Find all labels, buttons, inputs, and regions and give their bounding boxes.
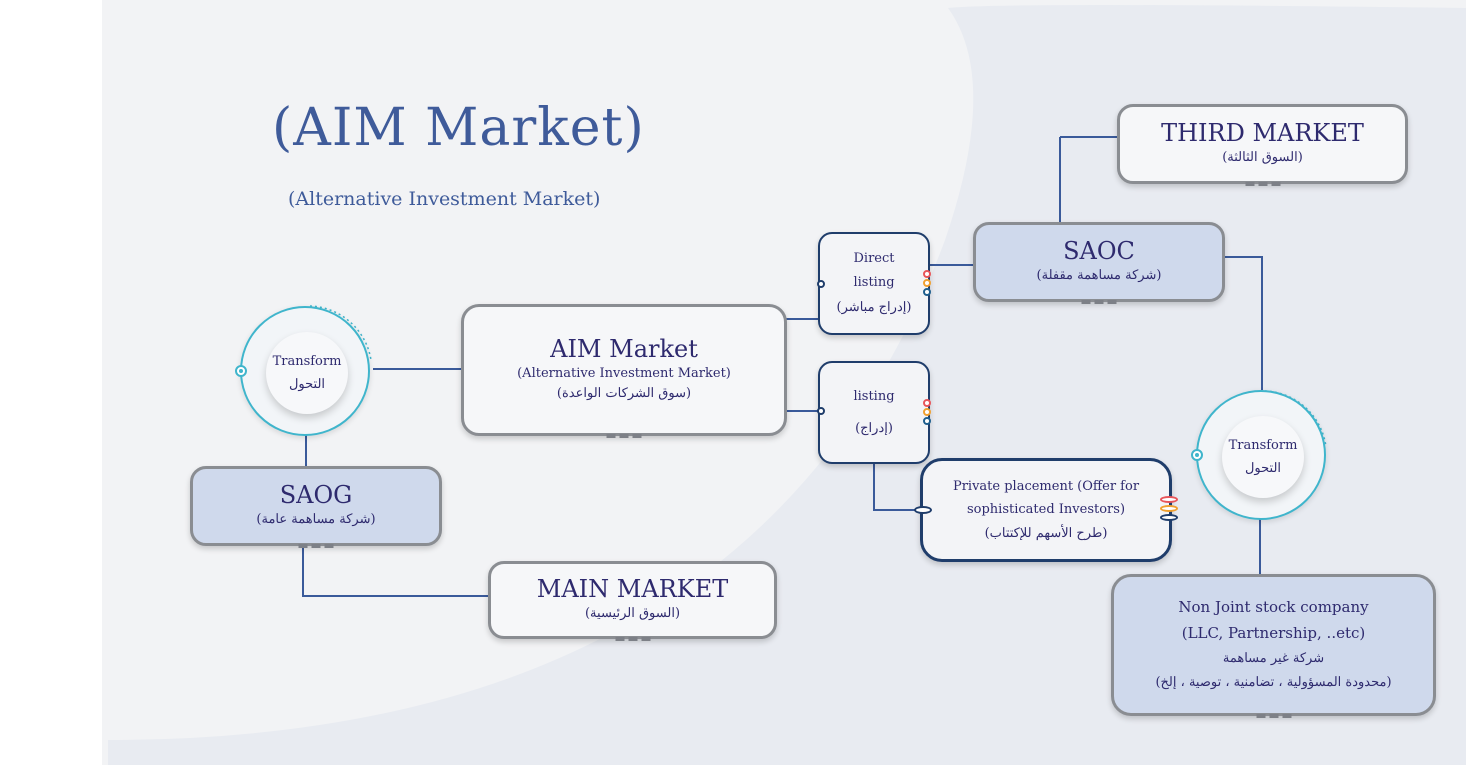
saoc-arabic: (شركة مساهمة مقفلة) [1036,267,1162,283]
private-placement-line2: sophisticated Investors) [966,502,1126,518]
transform-circle-left: Transform التحول [235,306,370,436]
saog-box: SAOG (شركة مساهمة عامة) [190,466,442,548]
connectors [302,136,1263,597]
private-placement-line1: Private placement (Offer for [952,478,1140,494]
aim-market-dashes [606,434,642,438]
transform-circle-right: Transform التحول [1191,390,1326,520]
third-market-box: THIRD MARKET (السوق الثالثة) [1117,104,1408,186]
saog-dashes [298,544,334,548]
main-market-name: MAIN MARKET [536,575,729,604]
saoc-box: SAOC (شركة مساهمة مقفلة) [973,222,1225,304]
transform-right-inner: Transform التحول [1222,416,1304,498]
transform-left-arabic: التحول [288,377,326,392]
main-market-dashes [615,637,650,641]
direct-listing-box: Direct listing (إدراج مباشر) [818,232,930,335]
private-placement-box: Private placement (Offer for sophisticat… [920,458,1172,562]
non-joint-box: Non Joint stock company (LLC, Partnershi… [1111,574,1436,718]
main-market-box: MAIN MARKET (السوق الرئيسية) [488,561,777,641]
transform-left-knob [235,365,247,377]
aim-market-arabic: (سوق الشركات الواعدة) [556,385,692,401]
saoc-name: SAOC [1063,237,1135,266]
connector-saog-main [302,546,490,597]
aim-market-name: AIM Market [550,335,698,364]
listing-name: listing [853,389,895,405]
page-title: (AIM Market) [272,98,645,158]
direct-listing-line2: listing [853,275,895,291]
connector-saoc-transform [1224,256,1263,390]
saoc-dashes [1081,300,1117,304]
direct-listing-dots [923,270,931,296]
non-joint-line1: Non Joint stock company [1178,598,1369,617]
transform-right-knob [1191,449,1203,461]
non-joint-dashes [1256,714,1291,718]
third-market-arabic: (السوق الثالثة) [1222,149,1303,165]
direct-listing-line1: Direct [853,251,895,267]
page-subtitle: (Alternative Investment Market) [288,188,601,210]
non-joint-arabic1: شركة غير مساهمة [1222,650,1325,666]
private-placement-dots [1160,496,1178,521]
saog-name: SAOG [279,481,353,510]
aim-market-box: AIM Market (Alternative Investment Marke… [461,304,787,438]
transform-left-name: Transform [272,353,342,369]
listing-pin [817,407,825,415]
transform-right-name: Transform [1228,437,1298,453]
third-market-dashes [1245,182,1280,186]
main-market-arabic: (السوق الرئيسية) [584,605,681,621]
saog-arabic: (شركة مساهمة عامة) [256,511,376,527]
direct-listing-arabic: (إدراج مباشر) [836,299,912,315]
listing-box: listing (إدراج) [818,361,930,464]
non-joint-arabic2: (محدودة المسؤولية ، تضامنية ، توصية ، إل… [1155,675,1392,691]
private-placement-pin [914,506,932,514]
direct-listing-pin [817,280,825,288]
aim-market-english: (Alternative Investment Market) [517,365,731,381]
listing-dots [923,399,931,425]
non-joint-line2: (LLC, Partnership, ..etc) [1181,624,1366,643]
transform-right-arabic: التحول [1244,461,1282,476]
transform-left-inner: Transform التحول [266,332,348,414]
third-market-name: THIRD MARKET [1161,119,1364,148]
connector-listing-private [873,463,922,511]
private-placement-arabic: (طرح الأسهم للإكتتاب) [984,525,1108,541]
listing-arabic: (إدراج) [855,420,893,436]
